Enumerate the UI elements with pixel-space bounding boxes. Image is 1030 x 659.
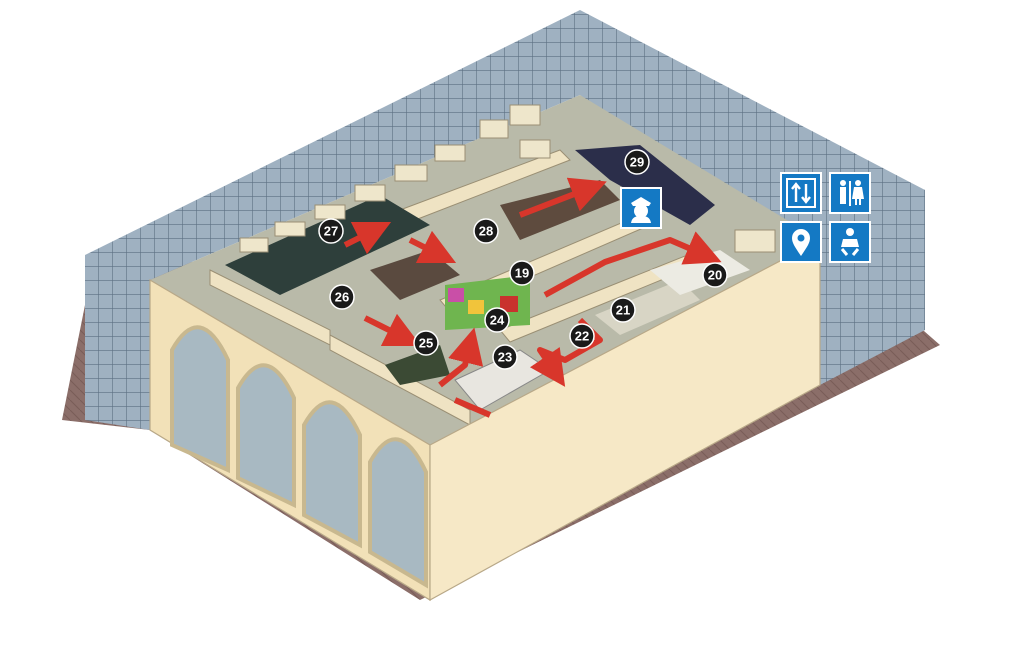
baby-changing-icon[interactable] (829, 221, 871, 263)
marker-20-label: 20 (708, 268, 722, 283)
marker-22-label: 22 (575, 329, 589, 344)
baby-changing-glyph (840, 228, 860, 256)
marker-21-label: 21 (616, 303, 630, 318)
restroom-icon[interactable] (829, 172, 871, 214)
marker-27[interactable]: 27 (318, 218, 344, 244)
colorful-panel-red (500, 296, 518, 312)
guard-glyph (631, 197, 651, 223)
pedestals (239, 104, 776, 253)
guard-icon[interactable] (620, 187, 662, 229)
elevator-glyph (786, 178, 816, 208)
restroom-glyph (840, 180, 864, 206)
marker-23-label: 23 (498, 350, 512, 365)
glass-wall-back-right (580, 10, 925, 385)
marker-25-label: 25 (419, 336, 433, 351)
route-arrows (343, 177, 722, 418)
room-20-floor (650, 250, 750, 295)
location-pin-icon[interactable] (780, 221, 822, 263)
colorful-panel-pink (448, 288, 464, 302)
marker-19-label: 19 (515, 266, 529, 281)
location-pin-glyph (792, 229, 810, 256)
marker-22[interactable]: 22 (569, 323, 595, 349)
marker-25[interactable]: 25 (413, 330, 439, 356)
glass-wall-back-left (85, 10, 580, 430)
marker-27-label: 27 (324, 224, 338, 239)
marker-29-label: 29 (630, 155, 644, 170)
marker-28[interactable]: 28 (473, 218, 499, 244)
marker-26-label: 26 (335, 290, 349, 305)
marker-20[interactable]: 20 (702, 262, 728, 288)
marker-29[interactable]: 29 (624, 149, 650, 175)
dark-exhibit-block-29 (575, 145, 715, 225)
elevator-icon[interactable] (780, 172, 822, 214)
dark-exhibit-block-27 (225, 195, 430, 295)
marker-19[interactable]: 19 (509, 260, 535, 286)
garden-exhibit-25 (385, 345, 450, 385)
marker-21[interactable]: 21 (610, 297, 636, 323)
marker-24[interactable]: 24 (484, 307, 510, 333)
facade-right-wall (429, 239, 821, 602)
marker-23[interactable]: 23 (492, 344, 518, 370)
numbered-markers: 19 20 21 22 23 24 25 26 (318, 149, 728, 370)
marker-26[interactable]: 26 (329, 284, 355, 310)
facade-arches (170, 325, 428, 589)
marker-28-label: 28 (479, 224, 493, 239)
colorful-panel-yellow (468, 300, 484, 314)
marker-24-label: 24 (490, 313, 505, 328)
